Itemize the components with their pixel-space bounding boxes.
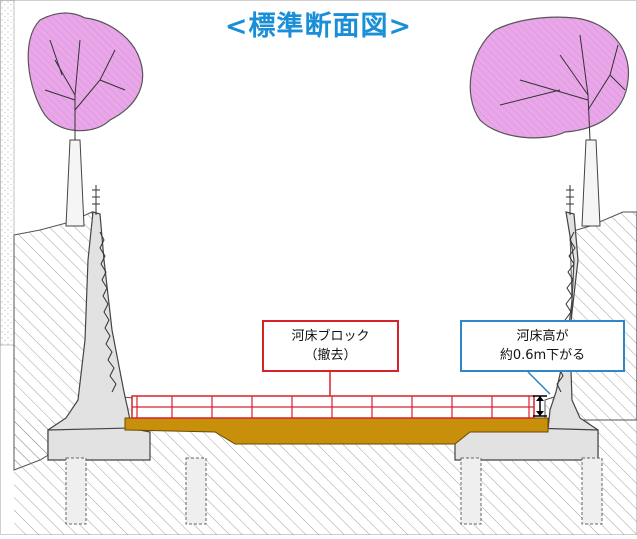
callout-riverbed-block: 河床ブロック （撤去） <box>262 320 399 372</box>
height-marker <box>533 395 547 417</box>
piles <box>65 457 603 525</box>
footing-right <box>454 427 599 461</box>
footing-left <box>47 427 151 461</box>
fence-post-icon <box>92 185 574 215</box>
tree-right-icon <box>469 16 630 227</box>
callout-riverbed-height-line2: 約0.6m下がる <box>499 348 586 363</box>
page-title: <標準断面図> <box>224 11 413 42</box>
callout-riverbed-block-line2: （撤去） <box>304 348 357 363</box>
riverbed-blocks <box>131 395 535 419</box>
callout-riverbed-block-line1: 河床ブロック <box>291 329 370 344</box>
left-edge-texture <box>0 0 15 346</box>
callout-riverbed-height: 河床高が 約0.6m下がる <box>460 320 625 372</box>
wall-face-left <box>99 231 117 393</box>
riverbed-fill <box>124 417 549 445</box>
tree-left-icon <box>27 12 144 227</box>
callout-riverbed-height-line1: 河床高が <box>516 329 569 344</box>
callout-pointer-blue <box>527 371 551 395</box>
